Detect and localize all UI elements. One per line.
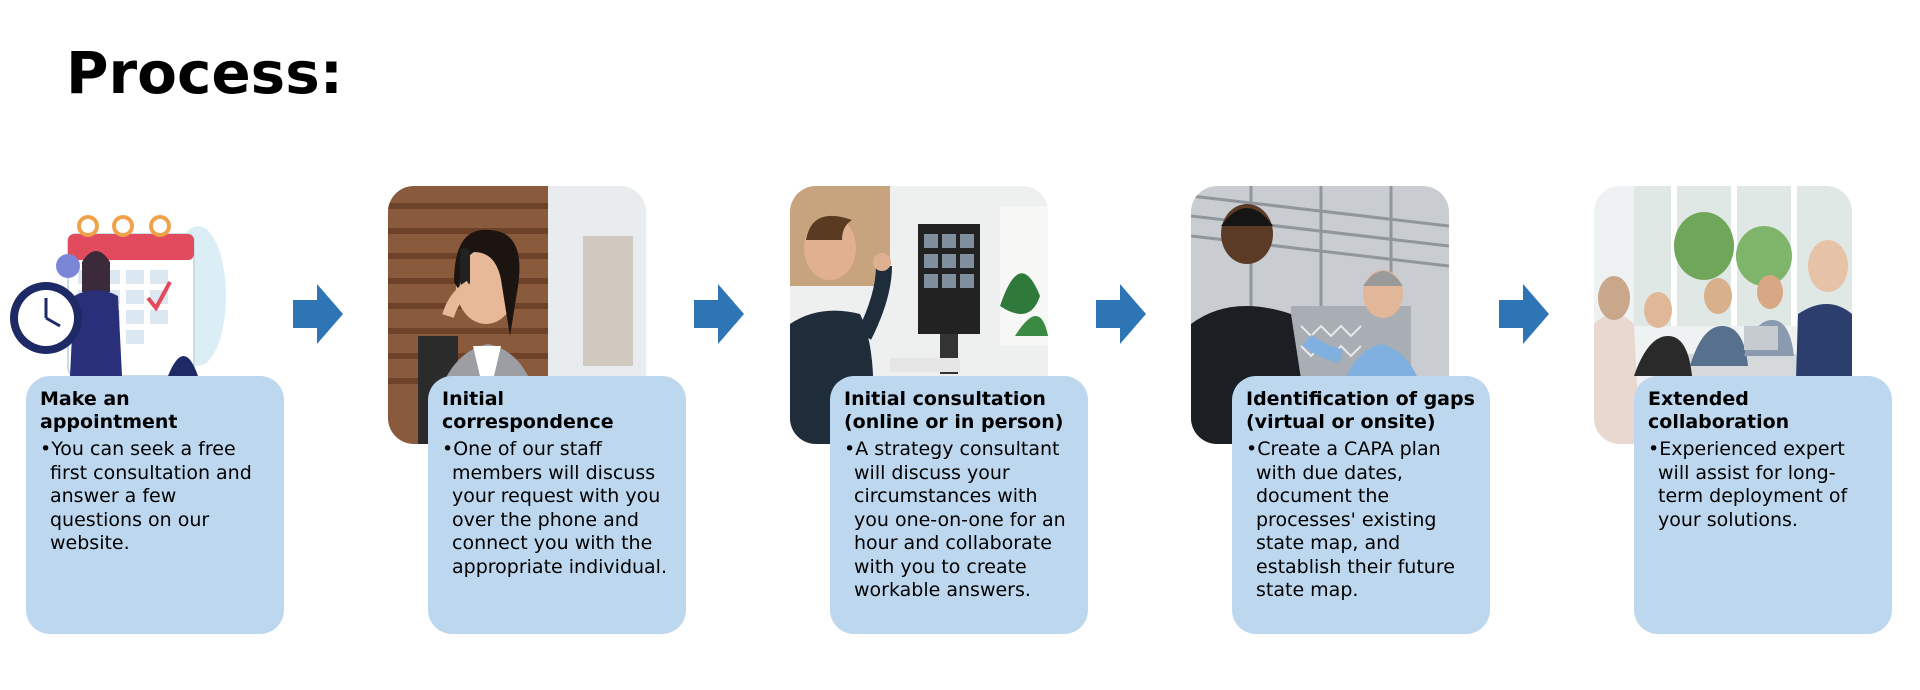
step-description: •Create a CAPA plan with due dates, docu…: [1246, 438, 1455, 601]
right-arrow-icon: [694, 284, 744, 344]
right-arrow-icon: [1096, 284, 1146, 344]
step-description: •One of our staff members will discuss y…: [442, 438, 668, 578]
step-title: Initial consultation (online or in perso…: [844, 388, 1064, 433]
step-card: Identification of gaps (virtual or onsit…: [1232, 376, 1490, 634]
step-card: Initial consultation (online or in perso…: [830, 376, 1088, 634]
step-title: Extended collaboration: [1648, 388, 1790, 433]
calendar-appointment-illustration: [8, 186, 266, 444]
step-title: Identification of gaps (virtual or onsit…: [1246, 388, 1475, 433]
step-title: Initial correspondence: [442, 388, 614, 433]
right-arrow-icon: [293, 284, 343, 344]
step-card: Initial correspondence •One of our staff…: [428, 376, 686, 634]
step-card: Make an appointment •You can seek a free…: [26, 376, 284, 634]
step-description: •You can seek a free first consultation …: [40, 438, 252, 554]
step-card: Extended collaboration •Experienced expe…: [1634, 376, 1892, 634]
page-title: Process:: [66, 39, 343, 107]
right-arrow-icon: [1499, 284, 1549, 344]
step-description: •Experienced expert will assist for long…: [1648, 438, 1848, 531]
step-description: •A strategy consultant will discuss your…: [844, 438, 1066, 601]
step-title: Make an appointment: [40, 388, 178, 433]
